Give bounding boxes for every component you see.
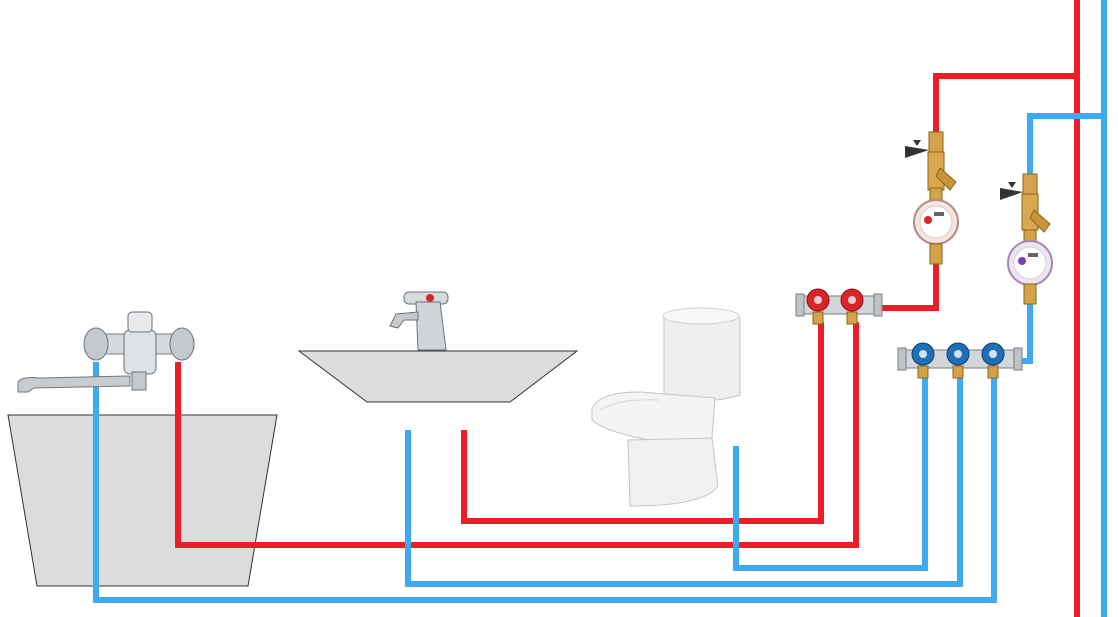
manifold-outlet [911,342,935,379]
ball-valve-icon [1000,173,1038,200]
bathtub [7,414,278,587]
manifold-outlet [946,342,970,379]
mixer-faucet-icon [17,311,195,393]
bathtub-icon [7,414,278,587]
strainer-filter-icon [1021,193,1051,233]
water-meter-icon [1007,229,1053,305]
basin-faucet-icon [389,291,449,351]
cold-line-bathtub [93,362,997,603]
cold-meter-assembly [1000,173,1053,305]
ball-valve-icon [905,131,944,158]
cold-line-toilet [733,376,928,571]
cold-collector-manifold [897,342,1023,379]
washbasin [297,350,579,403]
hot-water-pipes [175,0,1080,617]
cold-branch-to-meter [1027,113,1104,180]
toilet-icon [591,307,741,507]
manifold-outlet [806,288,830,325]
washbasin-icon [297,350,579,403]
strainer-filter-icon [927,151,957,191]
hot-line-bathtub [175,322,859,548]
hot-meter-assembly [905,131,959,265]
hot-collector-manifold [795,288,883,325]
hot-meter-to-manifold [875,262,939,311]
manifold-outlet [840,288,864,325]
hot-branch-to-meter [933,73,1077,138]
cold-water-pipes [93,0,1107,617]
cold-line-washbasin [405,376,963,587]
water-meter-icon [913,187,959,265]
hot-line-washbasin [461,322,824,524]
manifold-outlet [981,342,1005,379]
toilet [591,307,741,507]
